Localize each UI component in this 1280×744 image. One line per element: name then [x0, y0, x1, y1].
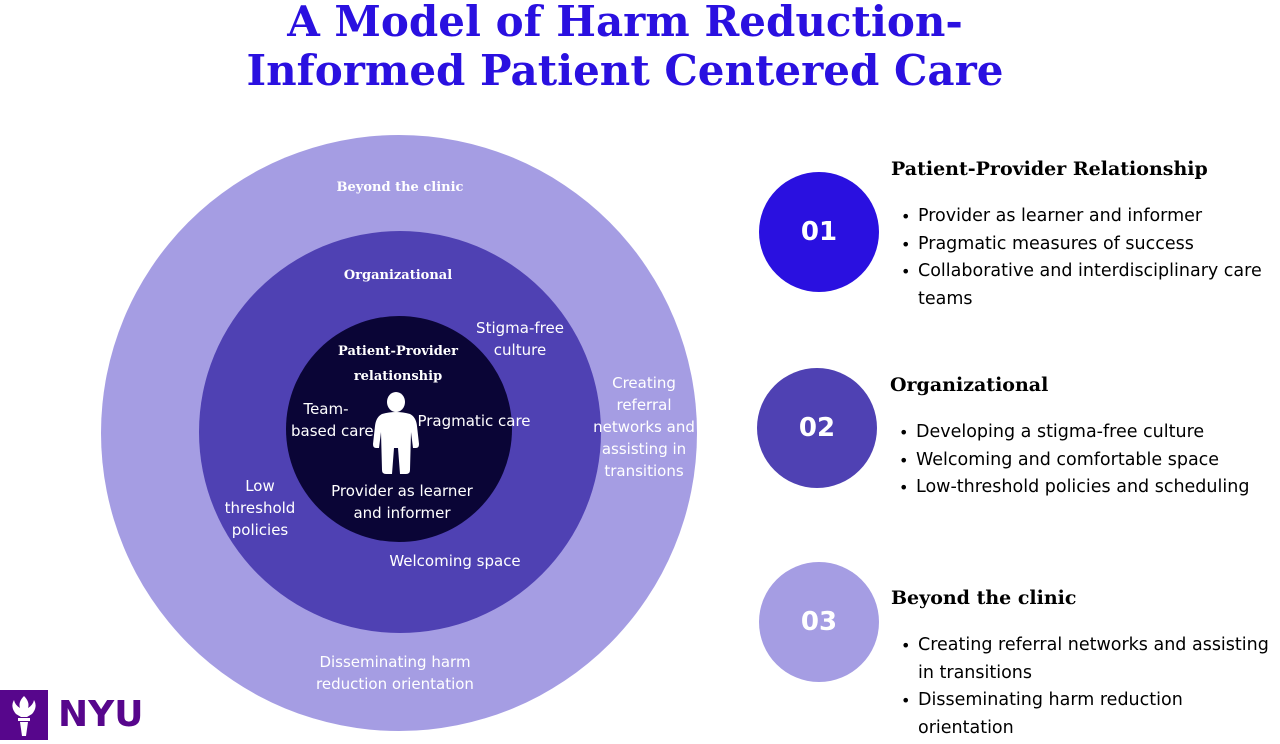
list-item-text: Creating referral networks and assisting… [918, 635, 1269, 683]
inner-ring-heading: Patient-Provider relationship [328, 339, 468, 389]
section-heading-patient-provider: Patient-Provider Relationship [891, 158, 1208, 180]
list-item-text: Provider as learner and informer [918, 206, 1203, 226]
bullet-icon: • [901, 207, 911, 226]
nyu-logo-text: NYU [58, 694, 144, 735]
section-list-beyond-clinic: • Creating referral networks and assistin… [894, 632, 1279, 742]
label-line: transitions [604, 462, 684, 480]
bullet-icon: • [901, 636, 911, 655]
label-welcoming-space: Welcoming space [389, 552, 521, 570]
page-title-line-1: A Model of Harm Reduction- [287, 0, 963, 46]
bullet-icon: • [901, 691, 911, 710]
label-provider-learner-informer: Provider as learner and informer [320, 480, 484, 524]
inner-heading-line-1: Patient-Provider [338, 344, 458, 359]
label-line: threshold [224, 499, 296, 517]
section-badge-03: 03 [759, 562, 879, 682]
section-heading-beyond-clinic: Beyond the clinic [891, 587, 1077, 609]
bullet-icon: • [901, 234, 911, 254]
label-line: networks and [593, 418, 695, 436]
torch-icon [12, 696, 36, 736]
label-line: Creating [612, 374, 676, 392]
list-item: • Low-threshold policies and scheduling [892, 474, 1277, 502]
label-line: assisting in [601, 440, 687, 458]
list-item: • Pragmatic measures of success [894, 231, 1279, 259]
label-pragmatic-care: Pragmatic care [417, 412, 531, 430]
list-item: • Welcoming and comfortable space [892, 447, 1277, 475]
list-item: • Creating referral networks and assistin… [894, 632, 1279, 687]
label-line: reduction orientation [316, 675, 474, 693]
page-title-line-2: Informed Patient Centered Care [246, 46, 1004, 95]
section-list-organizational: • Developing a stigma-free culture • Welco… [892, 419, 1277, 502]
list-item-text: Disseminating harm reduction orientation [918, 690, 1183, 738]
list-item-text: Pragmatic measures of success [918, 233, 1194, 254]
label-line: Team- [303, 400, 349, 418]
label-low-threshold-policies: Low threshold policies [210, 475, 310, 541]
label-line: culture [493, 341, 547, 359]
label-line: Provider as learner [331, 482, 473, 500]
list-item: • Disseminating harm reduction orientatio… [894, 687, 1279, 742]
section-list-patient-provider: • Provider as learner and informer • Pragm… [894, 203, 1279, 313]
list-item: • Collaborative and interdisciplinary car… [894, 258, 1279, 313]
label-stigma-free-culture: Stigma-free culture [465, 317, 575, 361]
middle-ring-heading: Organizational [343, 268, 453, 283]
section-heading-organizational: Organizational [890, 374, 1049, 396]
label-line: referral [616, 396, 672, 414]
bullet-icon: • [899, 423, 909, 442]
section-badge-01: 01 [759, 172, 879, 292]
list-item-text: Collaborative and interdisciplinary care… [918, 261, 1262, 309]
label-line: Disseminating harm [319, 653, 471, 671]
bullet-icon: • [899, 450, 909, 470]
list-item: • Developing a stigma-free culture [892, 419, 1277, 447]
bullet-icon: • [899, 478, 909, 497]
inner-heading-line-2: relationship [353, 369, 443, 384]
label-referral-networks: Creating referral networks and assisting… [586, 372, 702, 482]
label-line: and informer [353, 504, 451, 522]
person-icon [373, 392, 419, 474]
label-team-based-care: Team- based care [291, 398, 374, 442]
bullet-icon: • [901, 262, 911, 281]
label-line: Low [245, 477, 275, 495]
list-item-text: Welcoming and comfortable space [916, 449, 1220, 470]
nyu-logo [0, 690, 48, 740]
list-item-text: Low-threshold policies and scheduling [916, 477, 1250, 497]
outer-ring-heading: Beyond the clinic [336, 180, 464, 195]
label-line: based care [291, 422, 374, 440]
section-badge-02: 02 [757, 368, 877, 488]
list-item-text: Developing a stigma-free culture [916, 422, 1205, 442]
label-line: Stigma-free [476, 319, 564, 337]
list-item: • Provider as learner and informer [894, 203, 1279, 231]
label-disseminating-harm-reduction: Disseminating harm reduction orientation [300, 651, 490, 695]
label-line: policies [231, 521, 289, 539]
